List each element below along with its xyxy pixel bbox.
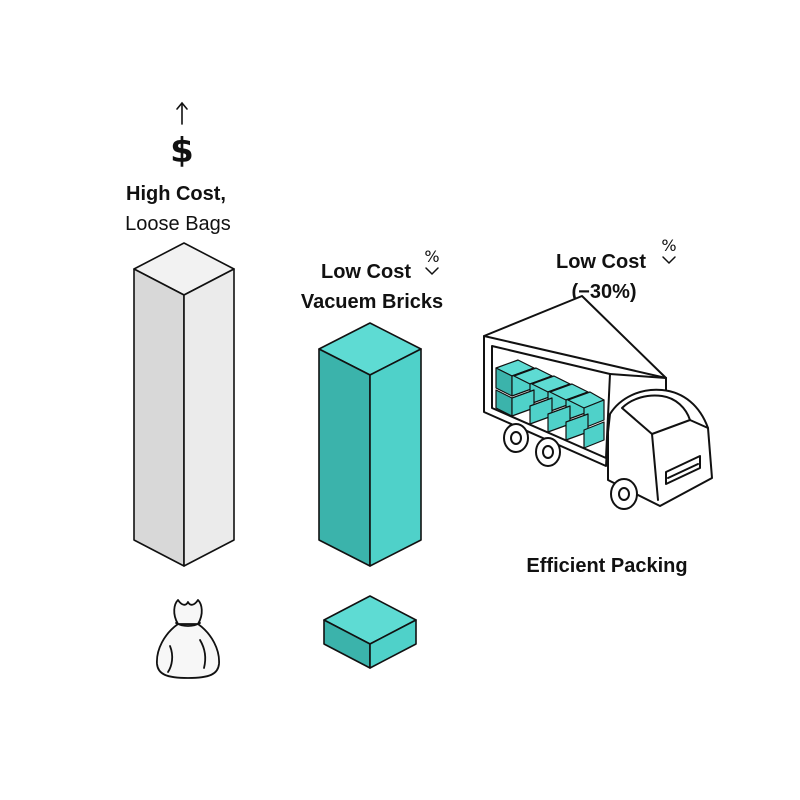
high-cost-title: High Cost, [126, 183, 226, 205]
vacuum-percent-symbol: % [424, 247, 439, 266]
truck-column: Low Cost (−30%) % [483, 236, 713, 577]
efficient-packing-caption: Efficient Packing [526, 555, 687, 577]
loose-bags-subtitle: Loose Bags [125, 213, 231, 235]
vacuum-bar-right-face [369, 348, 422, 567]
chevron-down-icon [662, 256, 676, 265]
high-cost-column: $ High Cost, Loose Bags [125, 101, 235, 679]
cargo-bricks [495, 359, 605, 449]
truck-low-cost-label: Low Cost [556, 251, 646, 273]
cost-dollar-symbol: $ [170, 131, 194, 171]
truck-savings-label: (−30%) [571, 281, 636, 303]
arrow-up-icon [176, 101, 188, 125]
vacuum-bricks-label: Vacuem Bricks [301, 291, 443, 313]
vacuum-bar-left-face [318, 348, 371, 567]
truck-icon [483, 295, 713, 510]
vacuum-low-cost-label: Low Cost [321, 261, 411, 283]
sack-icon [156, 599, 220, 679]
high-cost-bar [133, 242, 235, 567]
brick-icon [323, 595, 417, 669]
vacuum-bar [318, 322, 422, 567]
truck-percent-symbol: % [661, 236, 676, 255]
high-bar-left-face [133, 268, 185, 567]
vacuum-bricks-column: Low Cost Vacuem Bricks % [301, 247, 443, 669]
high-bar-right-face [183, 268, 235, 567]
chevron-down-icon [425, 267, 439, 276]
